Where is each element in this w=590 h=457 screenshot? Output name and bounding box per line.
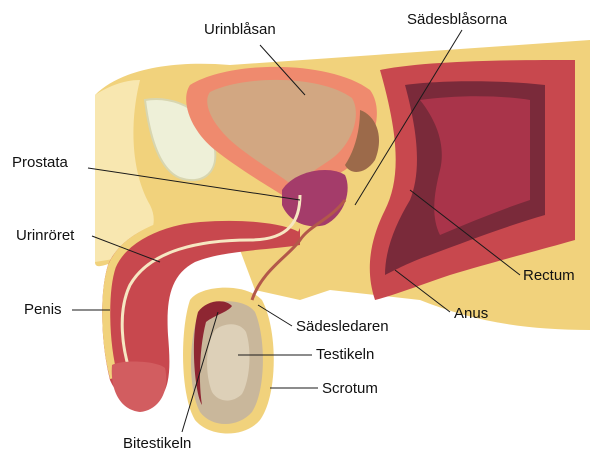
glans — [112, 362, 167, 412]
label-sadesledaren: Sädesledaren — [296, 319, 389, 334]
label-prostata: Prostata — [12, 155, 68, 170]
label-urinblasan: Urinblåsan — [204, 22, 276, 37]
label-anus: Anus — [454, 306, 488, 321]
label-rectum: Rectum — [523, 268, 575, 283]
label-scrotum: Scrotum — [322, 381, 378, 396]
label-bitestikeln: Bitestikeln — [123, 436, 191, 451]
label-urinroret: Urinröret — [16, 228, 74, 243]
label-penis: Penis — [24, 302, 62, 317]
testis-highlight — [207, 324, 249, 400]
label-testikeln: Testikeln — [316, 347, 374, 362]
label-sadesblasorna: Sädesblåsorna — [407, 12, 507, 27]
